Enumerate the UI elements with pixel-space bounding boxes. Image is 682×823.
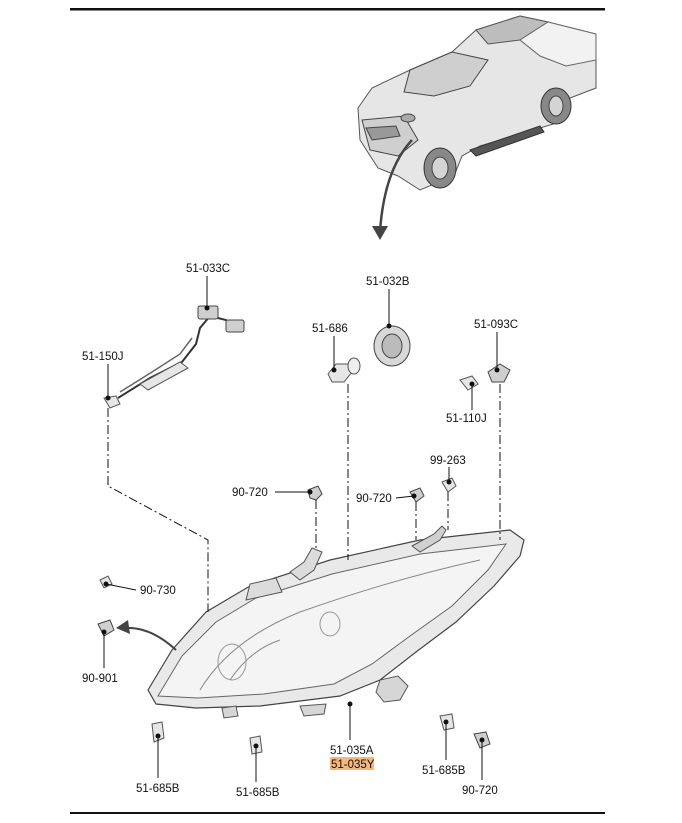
callout-arrow-head	[372, 226, 388, 240]
leader-lines	[101, 276, 500, 782]
clip-arrow	[123, 626, 177, 651]
label-51-685B-center[interactable]: 51-685B	[236, 787, 280, 799]
label-51-150J[interactable]: 51-150J	[82, 351, 124, 363]
clip-arrow-head	[116, 620, 130, 634]
label-51-110J[interactable]: 51-110J	[446, 413, 487, 425]
label-51-032B[interactable]: 51-032B	[366, 276, 410, 288]
headlamp-assembly	[147, 525, 525, 719]
label-90-730[interactable]: 90-730	[140, 585, 176, 597]
side-marker-part	[459, 363, 511, 391]
assembly-guide-lines	[107, 384, 501, 612]
callout-arrow	[378, 139, 413, 233]
bottom-rule	[70, 812, 605, 814]
label-51-685B-left[interactable]: 51-685B	[136, 783, 180, 795]
label-90-720-lower[interactable]: 90-720	[462, 785, 498, 797]
label-51-685B-right[interactable]: 51-685B	[422, 765, 466, 777]
top-rule	[70, 8, 605, 11]
label-51-035Y[interactable]: 51-035Y	[331, 759, 375, 771]
label-51-686[interactable]: 51-686	[312, 323, 348, 335]
bulb-socket-part	[327, 325, 411, 383]
label-51-093C[interactable]: 51-093C	[474, 319, 518, 331]
label-99-263[interactable]: 99-263	[430, 455, 466, 467]
part-number-highlight	[330, 757, 374, 770]
label-51-035A[interactable]: 51-035A	[330, 745, 374, 757]
label-90-901[interactable]: 90-901	[82, 673, 118, 685]
fasteners	[97, 477, 491, 755]
wiring-harness-part	[103, 305, 245, 409]
label-90-720-middle[interactable]: 90-720	[356, 493, 392, 505]
label-90-720-upper[interactable]: 90-720	[232, 487, 268, 499]
label-51-033C[interactable]: 51-033C	[186, 263, 230, 275]
vehicle-illustration	[357, 15, 597, 191]
